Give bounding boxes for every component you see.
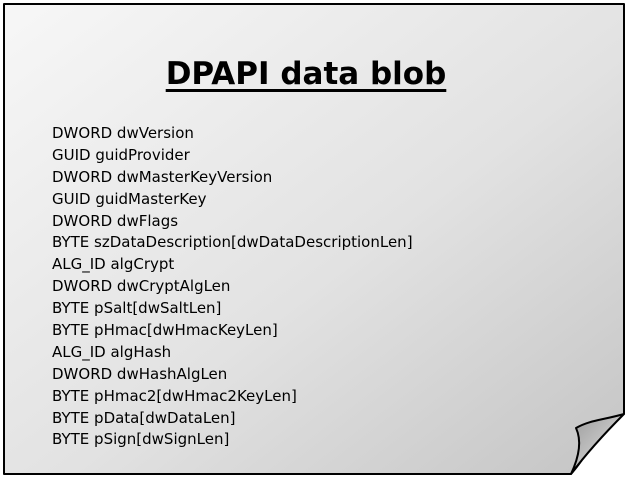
field-item: BYTE pData[dwDataLen] — [52, 408, 236, 427]
diagram-title-text: DPAPI data blob — [165, 56, 447, 92]
field-item: DWORD dwCryptAlgLen — [52, 277, 231, 296]
field-item: DWORD dwVersion — [52, 124, 194, 142]
field-item: DWORD dwFlags — [52, 211, 179, 230]
field-item: BYTE szDataDescription[dwDataDescription… — [52, 233, 413, 252]
field-list: DWORD dwVersion GUID guidProvider DWORD … — [52, 123, 413, 451]
field-item: BYTE pHmac2[dwHmac2KeyLen] — [52, 386, 297, 405]
field-item: BYTE pHmac[dwHmacKeyLen] — [52, 321, 278, 340]
field-item: ALG_ID algCrypt — [52, 255, 175, 274]
diagram-title: DPAPI data blob — [0, 56, 612, 92]
field-item: BYTE pSalt[dwSaltLen] — [52, 299, 222, 318]
page-curl — [570, 413, 625, 475]
field-item: GUID guidMasterKey — [52, 189, 207, 208]
field-item: BYTE pSign[dwSignLen] — [52, 430, 230, 449]
field-item: ALG_ID algHash — [52, 342, 172, 361]
field-item: DWORD dwHashAlgLen — [52, 364, 228, 383]
field-item: DWORD dwMasterKeyVersion — [52, 167, 273, 186]
field-item: GUID guidProvider — [52, 145, 190, 164]
